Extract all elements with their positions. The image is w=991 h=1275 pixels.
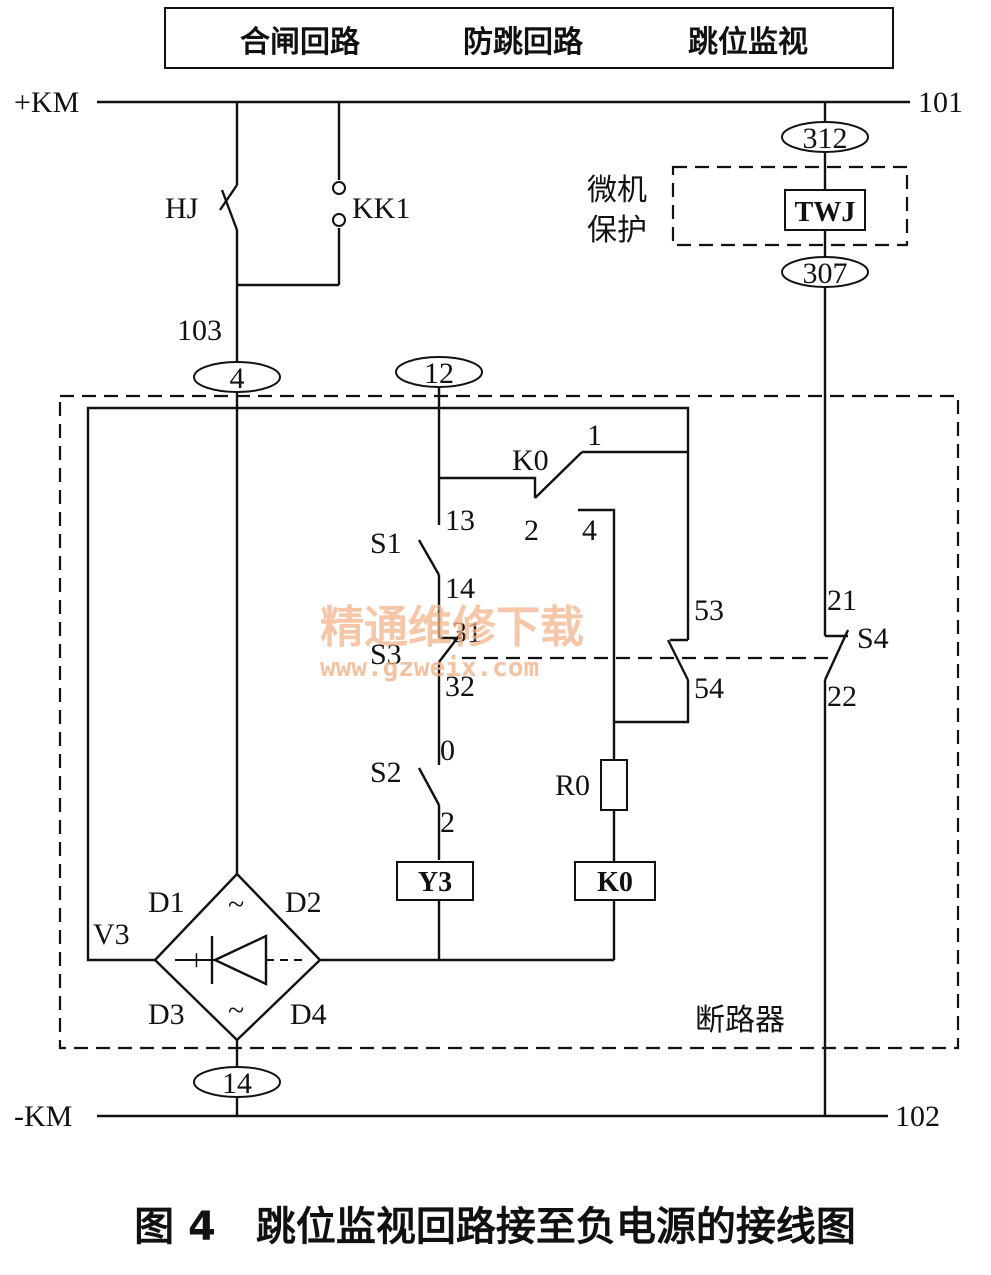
d1-label: D1 <box>148 886 185 919</box>
negative-rail-label: -KM <box>14 1100 72 1133</box>
s4-contact <box>823 287 850 1116</box>
terminal-4-label: 4 <box>230 362 245 395</box>
v3-loop <box>86 406 690 962</box>
s3-32-label: 32 <box>445 670 475 703</box>
negative-rail-node: 102 <box>895 1100 940 1133</box>
r0-resistor <box>600 759 628 811</box>
r0-label: R0 <box>555 769 590 802</box>
protection-label-line1: 微机 <box>587 173 647 208</box>
s3-contact <box>437 618 463 765</box>
bridge-ac-top: ~ <box>228 888 244 921</box>
s4-label: S4 <box>857 622 889 655</box>
kk1-label: KK1 <box>352 192 410 225</box>
kk1-contact <box>237 102 346 287</box>
k0-coil-label: K0 <box>597 867 633 898</box>
breaker-boundary <box>58 394 960 1050</box>
s3-31-label: 31 <box>452 616 482 649</box>
d4-label: D4 <box>290 998 327 1031</box>
twj-label: TWJ <box>795 197 856 228</box>
bridge-plus-sign: + <box>188 944 205 977</box>
watermark-url: www.gzweix.com <box>320 653 539 683</box>
terminal-14-label: 14 <box>222 1067 252 1100</box>
k0-contact-label: K0 <box>512 444 549 477</box>
k0-contact <box>534 450 688 499</box>
d2-label: D2 <box>285 886 322 919</box>
s1-13-label: 13 <box>445 504 475 537</box>
header-item-closing: 合闸回路 <box>240 25 361 60</box>
figure-caption: 图 4 跳位监视回路接至负电源的接线图 <box>134 1204 856 1250</box>
wire-to-k0-contact <box>439 476 537 498</box>
v3-label: V3 <box>93 918 130 951</box>
terminal-12-label: 12 <box>424 357 454 390</box>
s2-0-label: 0 <box>440 734 455 767</box>
aux-54-label: 54 <box>694 672 724 705</box>
s4-22-label: 22 <box>827 680 857 713</box>
k0-pin4-label: 4 <box>582 514 597 547</box>
k0-pin2-label: 2 <box>524 514 539 547</box>
wire-k0-pin4 <box>578 508 616 760</box>
protection-label-line2: 保护 <box>587 213 647 248</box>
hj-label: HJ <box>165 192 199 225</box>
aux-53-label: 53 <box>694 594 724 627</box>
s2-label: S2 <box>370 756 402 789</box>
y3-coil <box>396 861 474 901</box>
positive-rail-node: 101 <box>918 86 963 119</box>
bridge-ac-bottom: ~ <box>228 994 244 1027</box>
protection-box <box>671 165 909 247</box>
s1-contact <box>417 539 441 618</box>
header-item-trip-monitor: 跳位监视 <box>688 25 808 60</box>
s4-21-label: 21 <box>827 584 857 617</box>
s1-14-label: 14 <box>445 572 475 605</box>
terminal-307-label: 307 <box>803 257 848 290</box>
aux-contact-53-54 <box>614 600 690 724</box>
s2-2-label: 2 <box>440 806 455 839</box>
watermark-text: 精通维修下载 <box>320 602 584 653</box>
positive-rail-label: +KM <box>14 86 79 119</box>
s3-label: S3 <box>370 638 402 671</box>
terminal-312-label: 312 <box>803 122 848 155</box>
header-box <box>164 7 894 69</box>
k0-pin1-label: 1 <box>587 419 602 452</box>
header-item-antipump: 防跳回路 <box>463 25 584 60</box>
breaker-label: 断路器 <box>695 1003 785 1038</box>
d3-label: D3 <box>148 998 185 1031</box>
s1-label: S1 <box>370 527 402 560</box>
node-103-label: 103 <box>177 314 222 347</box>
s2-contact <box>417 767 441 860</box>
y3-label: Y3 <box>418 867 452 898</box>
hj-contact <box>219 102 239 362</box>
